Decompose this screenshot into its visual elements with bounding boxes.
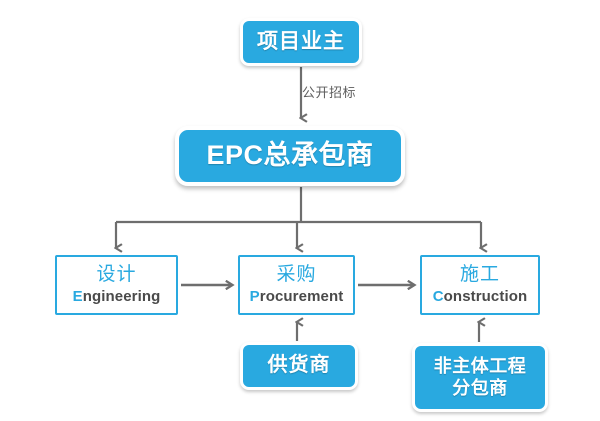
node-procurement-remainder: rocurement — [259, 287, 344, 305]
node-construction-initial: C — [432, 287, 444, 305]
node-project-owner[interactable]: 项目业主 — [240, 18, 362, 66]
node-supplier-label: 供货商 — [267, 354, 331, 377]
node-supplier[interactable]: 供货商 — [240, 342, 358, 390]
node-construction-label-cn: 施工 — [459, 264, 500, 286]
node-engineering-remainder: ngineering — [82, 287, 161, 305]
node-procurement-label-en: Procurement — [250, 288, 344, 306]
node-procurement-label-cn: 采购 — [276, 264, 317, 286]
node-construction[interactable]: 施工 Construction — [420, 255, 540, 315]
node-engineering-initial: E — [72, 287, 83, 305]
node-epc-contractor-label: EPC总承包商 — [206, 140, 374, 171]
node-construction-remainder: onstruction — [443, 287, 528, 305]
node-subcontractor[interactable]: 非主体工程 分包商 — [412, 343, 548, 412]
node-procurement[interactable]: 采购 Procurement — [238, 255, 355, 315]
node-engineering[interactable]: 设计 Engineering — [55, 255, 178, 315]
node-procurement-initial: P — [249, 287, 260, 305]
node-subcontractor-label-line2: 分包商 — [452, 377, 508, 398]
node-epc-contractor[interactable]: EPC总承包商 — [175, 126, 405, 186]
edge-label-public-tender: 公开招标 — [302, 85, 357, 100]
node-engineering-label-cn: 设计 — [96, 264, 137, 286]
node-subcontractor-label-line1: 非主体工程 — [433, 356, 527, 377]
node-construction-label-en: Construction — [433, 288, 528, 306]
node-engineering-label-en: Engineering — [73, 288, 161, 306]
node-project-owner-label: 项目业主 — [257, 29, 345, 53]
